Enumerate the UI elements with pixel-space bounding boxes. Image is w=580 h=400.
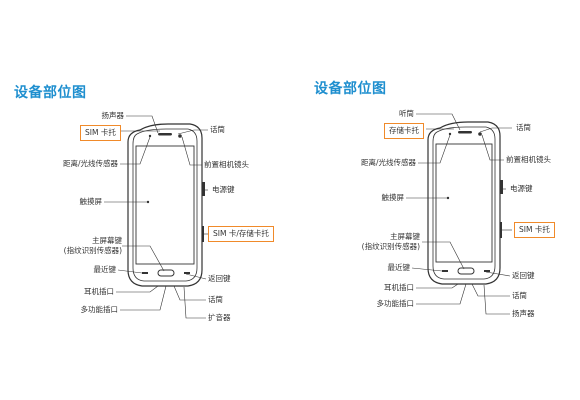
left-earpiece-slot bbox=[158, 133, 172, 136]
left-label-headset-jack: 耳机插口 bbox=[84, 287, 114, 296]
right-label-home-key: 主屏幕键 (指纹识别传感器) bbox=[362, 232, 420, 252]
right-label-home-key-line2: (指纹识别传感器) bbox=[361, 242, 420, 251]
right-label-front-camera: 前置相机镜头 bbox=[506, 155, 551, 164]
left-label-home-key-line2: (指纹识别传感器) bbox=[63, 246, 122, 255]
right-phone-outline bbox=[427, 121, 501, 285]
right-recent-key bbox=[442, 270, 448, 272]
left-label-home-key-line1: 主屏幕键 bbox=[92, 236, 122, 245]
right-power-key bbox=[500, 180, 503, 194]
left-phone-outline bbox=[127, 123, 203, 287]
left-sim-tray bbox=[202, 226, 204, 242]
right-label-mic-bottom: 话筒 bbox=[512, 291, 527, 300]
left-device-diagram: 设备部位图 bbox=[14, 85, 274, 322]
left-label-home-key: 主屏幕键 (指纹识别传感器) bbox=[64, 236, 122, 256]
right-label-speaker: 扬声器 bbox=[512, 309, 535, 318]
right-label-recent-key: 最近键 bbox=[387, 263, 411, 272]
left-recent-key bbox=[142, 272, 148, 274]
right-label-sim-tray: SIM 卡托 bbox=[514, 222, 555, 238]
left-power-key bbox=[202, 182, 205, 196]
right-label-headset-jack: 耳机插口 bbox=[384, 283, 414, 292]
right-diagram-title: 设备部位图 bbox=[314, 81, 387, 97]
left-label-loudspeaker: 扩音器 bbox=[208, 313, 231, 322]
left-proximity-sensor bbox=[148, 134, 152, 138]
left-label-sim-tray: SIM 卡托 bbox=[80, 125, 121, 141]
right-phone-illustration bbox=[406, 113, 512, 315]
left-phone-illustration bbox=[104, 115, 208, 319]
left-diagram-title: 设备部位图 bbox=[14, 85, 87, 101]
right-home-key bbox=[457, 267, 475, 275]
left-back-key bbox=[184, 272, 190, 274]
left-label-speaker: 扬声器 bbox=[101, 111, 125, 120]
right-label-home-key-line1: 主屏幕键 bbox=[390, 232, 420, 241]
left-home-key bbox=[157, 269, 175, 277]
right-back-key bbox=[484, 270, 490, 272]
right-label-mic: 话筒 bbox=[516, 123, 531, 132]
right-label-multipurpose-jack: 多功能插口 bbox=[376, 299, 415, 308]
left-label-touchscreen: 触摸屏 bbox=[79, 197, 103, 206]
left-label-sim-storage-tray: SIM 卡/存储卡托 bbox=[208, 226, 274, 242]
right-sim-tray bbox=[500, 222, 502, 238]
right-label-earpiece-top: 听筒 bbox=[399, 109, 414, 118]
left-label-front-camera: 前置相机镜头 bbox=[204, 160, 249, 169]
left-label-proximity: 距离/光线传感器 bbox=[62, 159, 118, 168]
left-label-multipurpose-jack: 多功能插口 bbox=[80, 305, 119, 314]
left-label-mic: 话筒 bbox=[208, 295, 223, 304]
right-earpiece-slot bbox=[458, 131, 472, 134]
right-label-proximity: 距离/光线传感器 bbox=[360, 158, 416, 167]
right-label-back-key: 返回键 bbox=[512, 271, 535, 280]
right-label-power-key: 电源键 bbox=[510, 184, 533, 193]
right-proximity-sensor bbox=[448, 132, 452, 136]
left-front-camera bbox=[178, 134, 182, 138]
left-label-recent-key: 最近键 bbox=[93, 265, 117, 274]
left-label-back-key: 返回键 bbox=[208, 274, 231, 283]
right-label-storage-tray: 存储卡托 bbox=[384, 123, 424, 139]
right-label-touchscreen: 触摸屏 bbox=[381, 193, 405, 202]
left-label-earpiece: 话筒 bbox=[210, 125, 225, 134]
right-device-diagram: 设备部位图 bbox=[290, 0, 580, 400]
right-front-camera bbox=[478, 132, 482, 136]
left-label-power-key: 电源键 bbox=[212, 185, 235, 194]
